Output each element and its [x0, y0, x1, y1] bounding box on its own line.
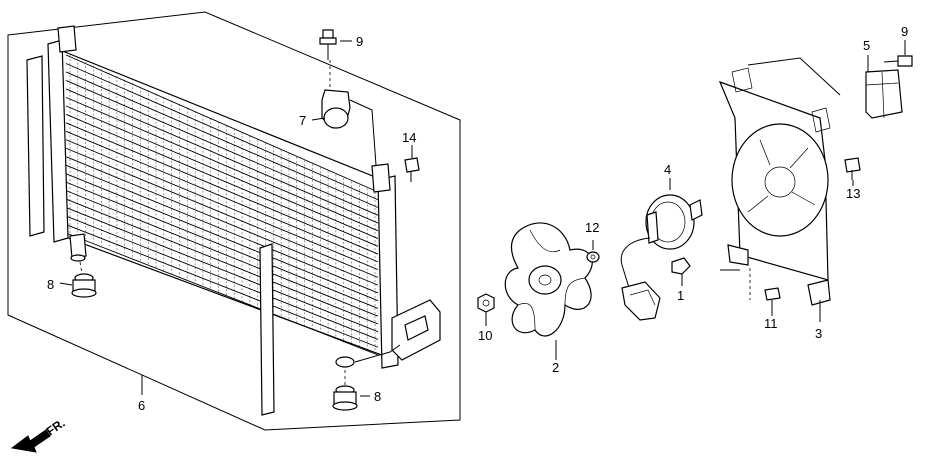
left-seal-strip: [26, 55, 45, 237]
callout-12: 12: [585, 220, 599, 235]
upper-clip: [321, 89, 377, 166]
right-seal-strip: [259, 243, 275, 416]
callout-9-right: 9: [901, 24, 908, 39]
fan-shroud: [718, 57, 841, 306]
fan-relay: [865, 69, 903, 119]
callout-4: 4: [664, 162, 671, 177]
leader-lines: [59, 40, 906, 397]
callout-9-upper: 9: [356, 34, 363, 49]
bolt-11: [749, 268, 781, 312]
bolt-14: [404, 157, 420, 182]
callout-5: 5: [863, 38, 870, 53]
condenser-core: [47, 25, 441, 369]
lower-mount-left: [71, 261, 97, 298]
wire-clip: [671, 257, 691, 275]
condenser-fins: [65, 54, 379, 356]
callout-2: 2: [552, 360, 559, 375]
callout-6: 6: [138, 398, 145, 413]
callout-1: 1: [677, 288, 684, 303]
callout-13: 13: [846, 186, 860, 201]
callout-11: 11: [764, 316, 778, 331]
callout-8-right: 8: [374, 389, 381, 404]
callout-10: 10: [478, 328, 492, 343]
washer-12: [586, 251, 600, 263]
callout-8-left: 8: [47, 277, 54, 292]
callout-14: 14: [402, 130, 416, 145]
nut-10: [477, 293, 495, 313]
assembly-boundary: [7, 11, 461, 431]
cooling-fan: [504, 222, 593, 337]
front-direction-arrow: FR.: [10, 416, 68, 453]
lower-mount-right: [332, 370, 358, 411]
callout-7: 7: [299, 113, 306, 128]
upper-bolt: [319, 29, 337, 90]
callout-3: 3: [815, 326, 822, 341]
fan-motor: [620, 194, 703, 321]
bolt-9-right: [883, 55, 913, 67]
bolt-13: [844, 157, 861, 180]
